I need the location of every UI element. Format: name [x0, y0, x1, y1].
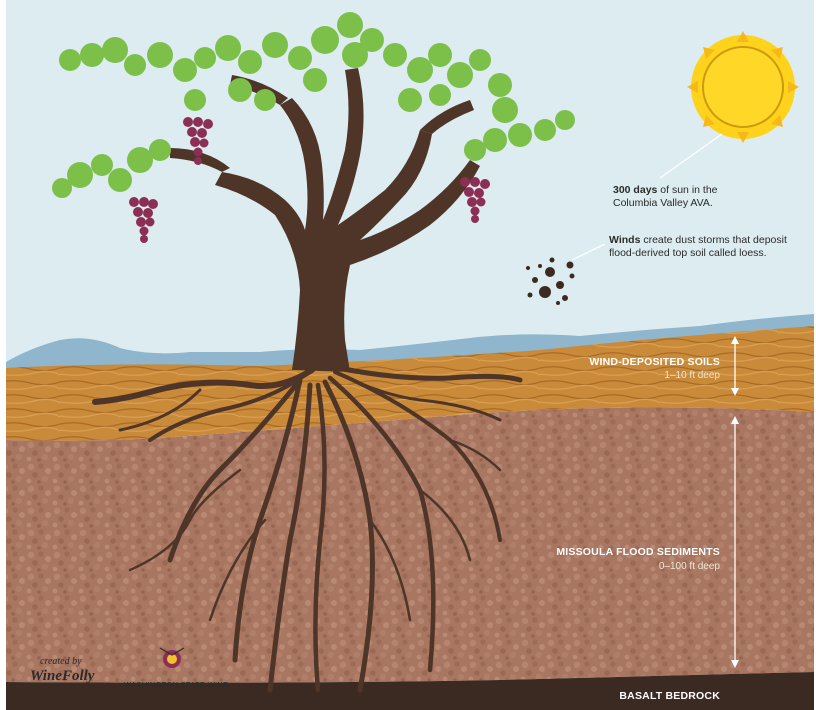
sun-icon: [687, 31, 799, 143]
flood-sediment-depth: 0–100 ft deep: [600, 561, 720, 572]
washington-state-wine-label: WASHINGTON STATE WINE: [124, 680, 228, 689]
sun-callout: 300 days of sun in the Columbia Valley A…: [613, 184, 753, 210]
sun-callout-bold: 300 days: [613, 184, 657, 196]
flood-sediment-title: MISSOULA FLOOD SEDIMENTS: [520, 546, 720, 558]
wind-callout-bold: Winds: [609, 234, 640, 246]
wine-folly-logo: WineFolly: [30, 668, 94, 685]
wind-soil-title: WIND-DEPOSITED SOILS: [560, 356, 720, 368]
wind-callout: Winds create dust storms that deposit fl…: [609, 234, 787, 260]
basalt-bedrock-title: BASALT BEDROCK: [580, 690, 720, 702]
created-by-label: created by: [40, 656, 82, 667]
wind-soil-depth: 1–10 ft deep: [600, 370, 720, 381]
